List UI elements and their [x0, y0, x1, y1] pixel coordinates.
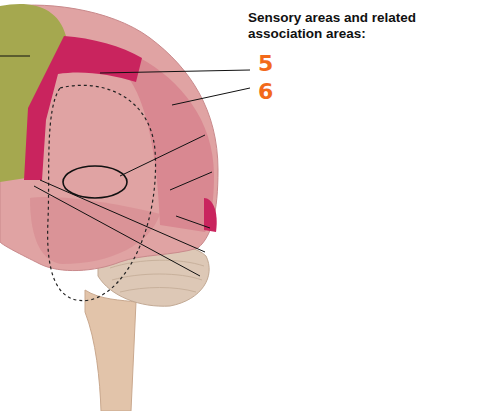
temporal-area	[30, 197, 160, 264]
association-area	[130, 58, 214, 232]
callout-number: 6	[258, 80, 288, 104]
cerebellum-folia	[110, 260, 204, 292]
brainstem	[85, 290, 136, 411]
dashed-region	[48, 85, 156, 300]
section-heading: Sensory areas and related association ar…	[248, 10, 438, 42]
auditory-outline	[63, 166, 127, 198]
somatosensory-strip	[24, 36, 142, 180]
callout-number: 5	[258, 52, 288, 76]
leader-lines	[0, 56, 250, 276]
